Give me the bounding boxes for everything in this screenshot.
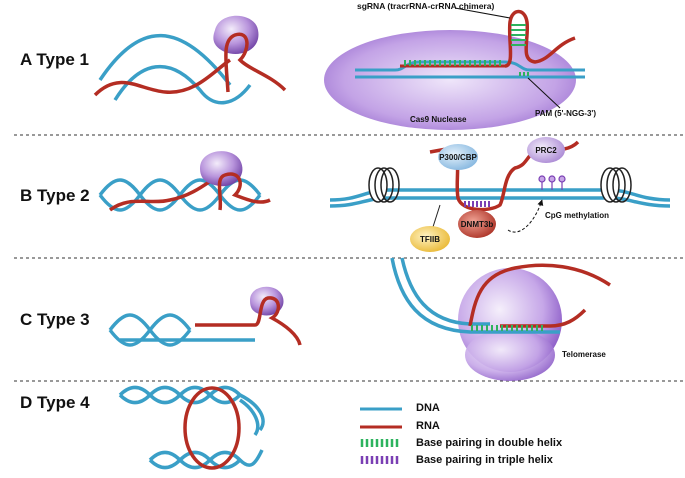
row-b-label: B Type 2 <box>20 186 90 205</box>
double-helix-pairing <box>471 325 543 331</box>
tfiib-label: TFIIB <box>420 235 440 244</box>
tfiib-connector <box>431 204 441 231</box>
cas9-label: Cas9 Nuclease <box>410 115 467 124</box>
dna-strand <box>238 398 260 437</box>
telomerase-label: Telomerase <box>562 350 606 359</box>
legend-rna-label: RNA <box>416 420 440 432</box>
dna-top-strand <box>355 60 585 72</box>
rna-loop <box>217 172 271 211</box>
nucleosome-left <box>368 167 400 203</box>
double-helix-pairing <box>404 60 501 66</box>
row-d-left-schematic <box>118 385 265 470</box>
dna-top-strand <box>329 188 671 202</box>
dna-strand <box>239 393 265 432</box>
protein-blob <box>200 151 243 187</box>
dna-strand <box>148 449 264 470</box>
methyl-groups <box>538 175 566 190</box>
legend-dna-label: DNA <box>416 402 440 414</box>
sgrna-leader-line <box>454 7 511 19</box>
row-d-label: D Type 4 <box>20 393 90 412</box>
triple-helix-pairing <box>464 201 490 207</box>
methylation-arrow <box>507 199 544 233</box>
row-b-left-schematic <box>98 151 271 212</box>
row-a-label: A Type 1 <box>20 50 89 69</box>
dna-strand <box>390 257 560 334</box>
legend <box>360 407 402 464</box>
pam-leader-line <box>527 77 561 109</box>
pam-label: PAM (5'-NGG-3') <box>535 109 596 118</box>
cas9-nuclease <box>324 30 576 130</box>
dna-strand <box>148 450 242 470</box>
hairpin-pairing <box>511 24 526 46</box>
cpg-label: CpG methylation <box>545 211 609 220</box>
template-rna <box>468 263 611 328</box>
telomerase-bottom-lobe <box>465 329 555 381</box>
legend-triple-helix-label: Base pairing in triple helix <box>416 454 553 466</box>
legend-triple-helix-swatch <box>360 456 399 464</box>
p300-cbp <box>438 144 478 170</box>
row-c-label: C Type 3 <box>20 310 90 329</box>
rna-loop <box>183 386 241 470</box>
protein-blob <box>250 286 284 316</box>
tfiib <box>410 226 450 252</box>
rna-loop <box>224 32 287 93</box>
nucleosome-right <box>600 167 632 203</box>
row-b-chromatin: P300/CBP PRC2 TFIIB DNMT3b CpG methylati… <box>329 137 671 252</box>
row-c-left-schematic <box>108 286 302 347</box>
prc2 <box>527 137 565 163</box>
dnmt3b-label: DNMT3b <box>461 220 494 229</box>
sgrna-label: sgRNA (tracrRNA-crRNA chimera) <box>357 1 494 11</box>
row-c-telomerase: Telomerase <box>390 257 611 381</box>
row-a-left-schematic <box>93 15 287 105</box>
dnmt3b <box>458 210 496 238</box>
legend-double-helix-swatch <box>360 439 399 447</box>
pam-pairing <box>519 72 529 76</box>
row-a-cas9-complex: sgRNA (tracrRNA-crRNA chimera) Cas9 Nucl… <box>324 1 596 130</box>
prc2-label: PRC2 <box>535 146 557 155</box>
rna-strand <box>195 296 302 346</box>
sgrna-hairpin <box>504 9 576 68</box>
dna-strand <box>400 257 490 326</box>
dna-strand <box>98 33 232 87</box>
rna-strand <box>93 58 231 97</box>
p300-label: P300/CBP <box>439 153 477 162</box>
dna-strand <box>108 313 192 347</box>
legend-double-helix-label: Base pairing in double helix <box>416 437 563 449</box>
